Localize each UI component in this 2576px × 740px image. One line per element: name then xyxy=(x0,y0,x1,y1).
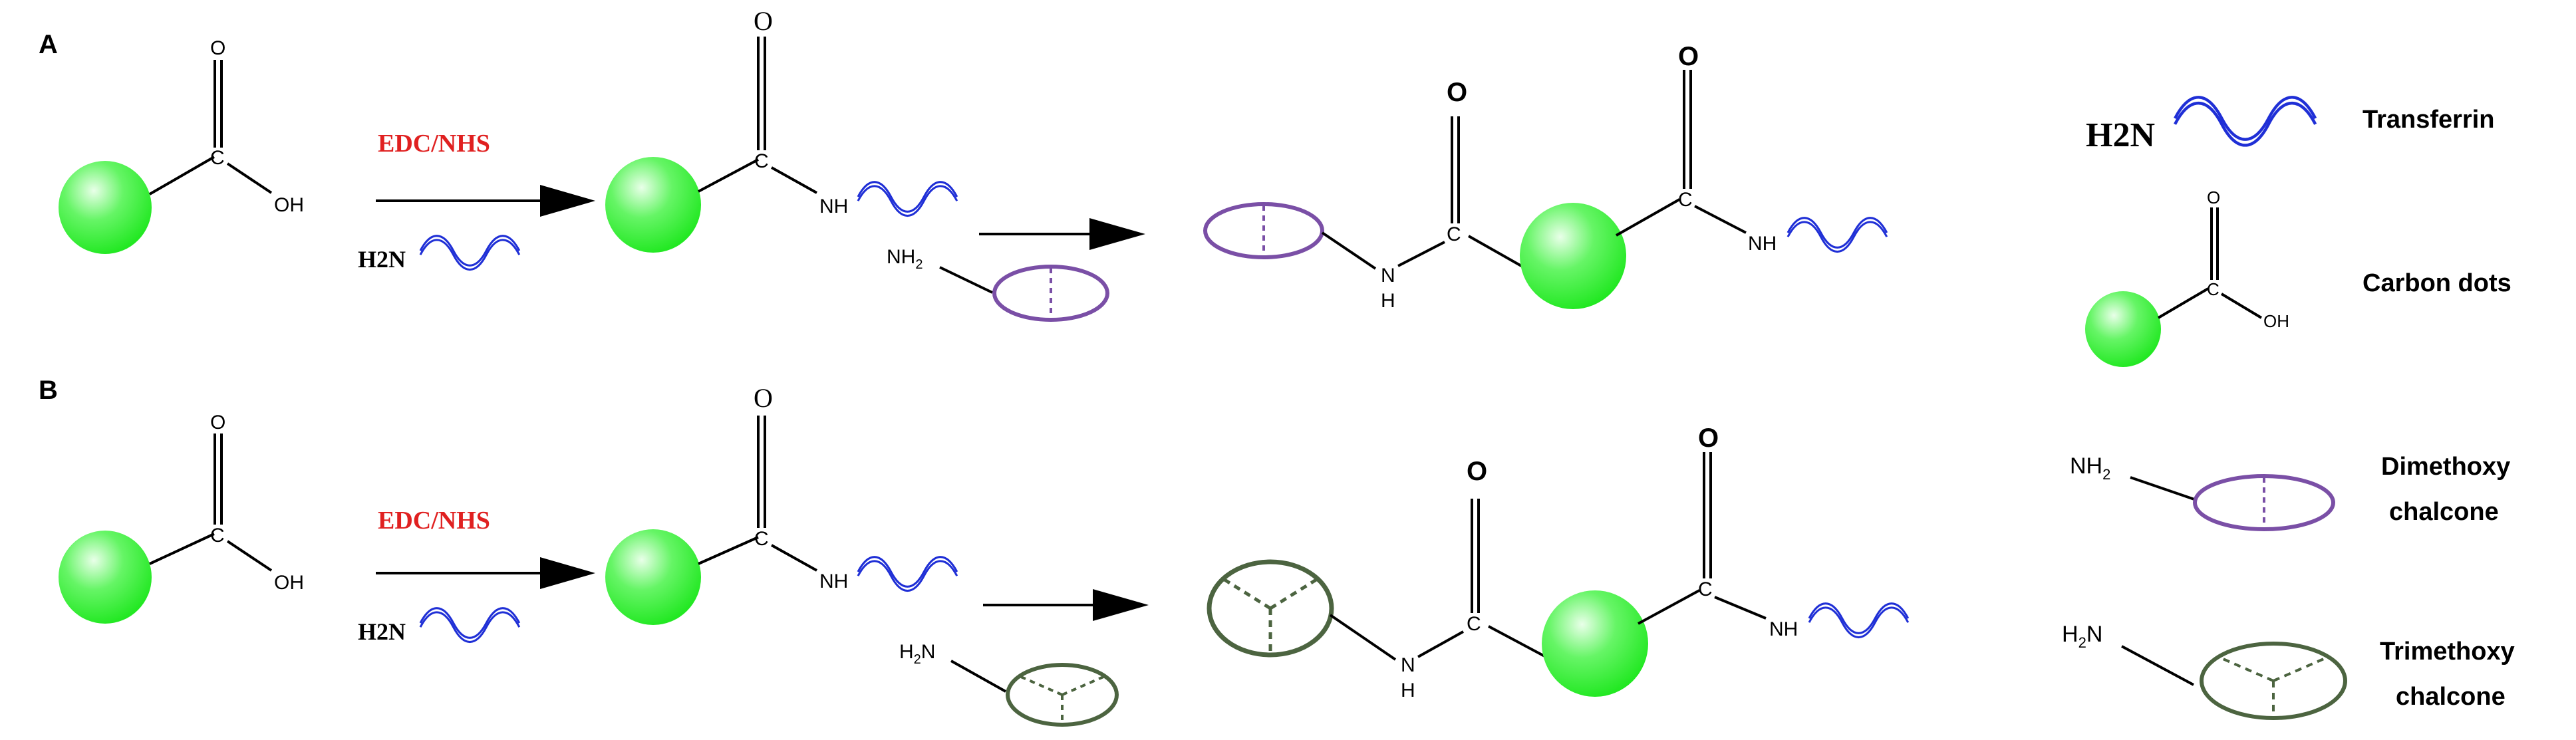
legend-carbon-dots-label: Carbon dots xyxy=(2362,269,2511,297)
panel-a-dimethoxy-chalcone-amine: NH2 xyxy=(887,246,1109,322)
carbon-dot xyxy=(2085,291,2161,367)
panel-a-product: N H C O C O NH xyxy=(1203,42,1888,312)
legend-dimethoxy-line2: chalcone xyxy=(2389,498,2499,526)
trimethoxy-chalcone-icon xyxy=(1207,559,1334,658)
atom-oxygen: O xyxy=(2207,187,2220,207)
atom-nh: NH xyxy=(1769,618,1798,640)
atom-n: N xyxy=(1381,265,1395,287)
transferrin-wave-icon xyxy=(419,607,521,644)
panel-b-reaction-arrow-1: EDC/NHS H2N xyxy=(358,507,595,645)
atom-oxygen: O xyxy=(754,6,773,36)
panel-b-product: N H C O C O NH xyxy=(1207,424,1910,701)
legend-dimethoxy-chalcone: NH2 Dimethoxy chalcone xyxy=(2070,453,2510,531)
atom-nh: NH xyxy=(819,570,848,592)
transferrin-wave-icon xyxy=(419,235,521,271)
atom-h2n: H2N xyxy=(2062,622,2102,651)
transferrin-wave-icon xyxy=(1808,602,1910,639)
transferrin-wave-icon xyxy=(857,556,958,592)
atom-hydroxyl: OH xyxy=(2263,311,2289,331)
atom-h: H xyxy=(1381,290,1395,312)
atom-oxygen: O xyxy=(210,412,225,433)
atom-h2n: H2N xyxy=(899,641,935,667)
atom-nh2: NH2 xyxy=(887,246,923,272)
dimethoxy-chalcone-icon xyxy=(1203,202,1324,259)
atom-carbon: C xyxy=(754,528,769,550)
legend: H2N Transferrin C O OH Carbon dots NH2 D… xyxy=(2062,97,2515,720)
atom-carbon: C xyxy=(210,525,225,547)
panel-a-reaction-arrow-1: EDC/NHS H2N xyxy=(358,130,595,273)
atom-oxygen: O xyxy=(1698,424,1719,453)
reagent-edc-nhs: EDC/NHS xyxy=(378,130,490,158)
legend-transferrin-label: Transferrin xyxy=(2362,106,2495,134)
atom-carbon: C xyxy=(1467,613,1481,635)
atom-n: N xyxy=(1401,654,1415,676)
atom-nh: NH xyxy=(819,195,848,217)
carbon-dot xyxy=(605,529,701,625)
atom-carbon: C xyxy=(1698,578,1713,600)
atom-hydroxyl: OH xyxy=(274,572,304,594)
panel-a-carbon-dot-amide: C O NH xyxy=(605,6,958,253)
dimethoxy-chalcone-icon xyxy=(2193,474,2335,531)
legend-transferrin: H2N Transferrin xyxy=(2086,97,2495,154)
transferrin-wave-icon xyxy=(1787,217,1888,253)
carbon-dot xyxy=(1542,590,1648,697)
panel-b-reaction-arrow-2 xyxy=(983,589,1149,621)
dimethoxy-chalcone-icon xyxy=(992,265,1109,322)
atom-carbon: C xyxy=(1678,189,1693,211)
transferrin-amine: H2N xyxy=(358,246,406,273)
carbon-dot xyxy=(605,157,701,253)
legend-dimethoxy-line1: Dimethoxy xyxy=(2381,453,2510,481)
legend-trimethoxy-line2: chalcone xyxy=(2396,683,2505,711)
atom-oxygen: O xyxy=(1467,457,1487,486)
reagent-edc-nhs: EDC/NHS xyxy=(378,507,490,535)
carbon-dot xyxy=(59,531,152,624)
atom-carbon: C xyxy=(754,150,769,172)
atom-carbon: C xyxy=(1447,223,1461,245)
atom-carbon: C xyxy=(2207,279,2219,299)
atom-h: H xyxy=(1401,679,1415,701)
atom-oxygen: O xyxy=(210,37,225,59)
transferrin-amine: H2N xyxy=(358,618,406,645)
panel-b-carbon-dot-amide: C O NH xyxy=(605,383,958,625)
panel-b-label: B xyxy=(39,376,58,405)
panel-a-reaction-arrow-2 xyxy=(979,218,1145,250)
atom-oxygen: O xyxy=(754,383,773,413)
legend-trimethoxy-chalcone: H2N Trimethoxy chalcone xyxy=(2062,622,2515,720)
carbon-dot xyxy=(1520,203,1626,309)
panel-a-carbon-dot-cooh: C O OH xyxy=(59,37,304,254)
transferrin-wave-icon xyxy=(2175,97,2315,145)
legend-transferrin-formula: H2N xyxy=(2086,116,2155,154)
transferrin-wave-icon xyxy=(857,181,958,217)
carbon-dot xyxy=(59,161,152,254)
atom-oxygen: O xyxy=(1447,78,1467,107)
legend-carbon-dots: C O OH Carbon dots xyxy=(2085,187,2511,367)
atom-nh: NH xyxy=(1748,233,1777,255)
atom-carbon: C xyxy=(210,147,225,169)
legend-trimethoxy-line1: Trimethoxy xyxy=(2380,638,2515,666)
panel-a-label: A xyxy=(39,30,58,59)
atom-nh2: NH2 xyxy=(2070,453,2110,483)
atom-oxygen: O xyxy=(1678,42,1699,71)
atom-hydroxyl: OH xyxy=(274,194,304,216)
trimethoxy-chalcone-icon xyxy=(1006,663,1119,727)
panel-b-carbon-dot-cooh: C O OH xyxy=(59,412,304,624)
panel-b-trimethoxy-chalcone-amine: H2N xyxy=(899,641,1119,727)
